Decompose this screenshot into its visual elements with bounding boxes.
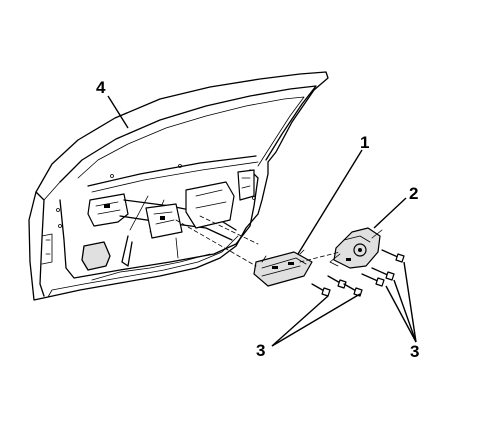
- bolt: [327, 275, 347, 289]
- callout-leaders: [107, 95, 417, 347]
- bolt: [371, 267, 395, 281]
- bolt: [311, 283, 331, 297]
- callout-fasteners-left: 3: [256, 341, 266, 360]
- callout-window-regulator: 1: [360, 133, 370, 152]
- callout-door: 4: [96, 78, 106, 97]
- fasteners-right-group: [361, 249, 405, 287]
- regulator-motor-part: [329, 227, 383, 269]
- callout-fasteners-right: 3: [410, 342, 420, 361]
- bolt: [381, 249, 405, 263]
- door-shell: [28, 71, 329, 301]
- regulator-mechanism: [81, 169, 255, 281]
- callout-motor: 2: [409, 184, 419, 203]
- fasteners-left-group: [311, 275, 363, 297]
- alignment-lines: [175, 215, 341, 267]
- bolt: [361, 273, 385, 287]
- window-regulator-part: [253, 249, 313, 287]
